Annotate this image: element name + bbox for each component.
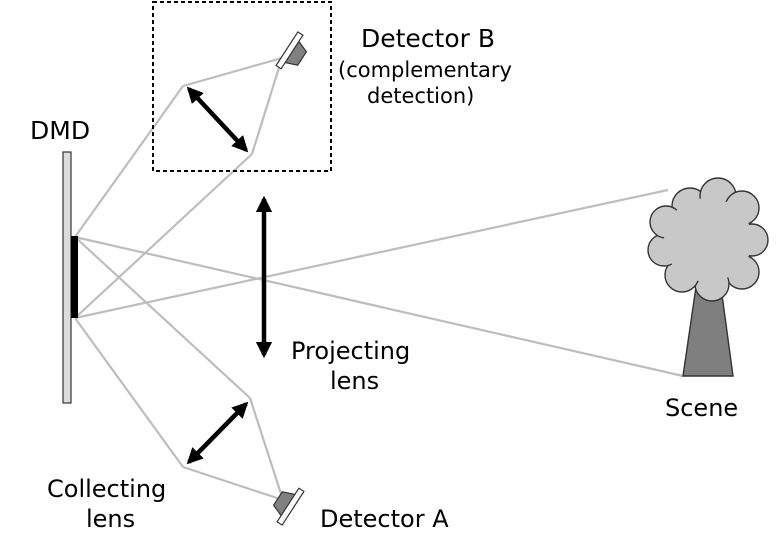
lenses <box>186 86 273 465</box>
light-rays <box>74 56 684 502</box>
ray-dmd-top-to-collecting-b-upper <box>74 85 184 238</box>
collecting-lens-label-line-1: Collecting <box>47 475 166 503</box>
ray-scene-bottom-to-dmd-top <box>74 235 684 378</box>
scene-tree <box>647 177 769 377</box>
ray-collecting-b-lower-to-detector-b <box>250 57 284 155</box>
collecting-lens-b <box>186 86 249 153</box>
detector-a-mirror <box>276 487 305 526</box>
ray-collecting-a-lower-to-detector-a <box>182 465 284 502</box>
projecting-lens-label-line-2: lens <box>330 367 379 395</box>
detector-a <box>272 487 305 526</box>
tree-crown-fill <box>664 198 752 282</box>
dmd-label: DMD <box>30 116 90 145</box>
ray-scene-top-to-dmd-bottom <box>74 188 669 320</box>
ray-dmd-top-to-collecting-a-upper <box>74 236 251 399</box>
detector-b-note-line-1: (complementary <box>338 58 512 82</box>
ray-collecting-a-upper-to-detector-a <box>248 397 285 501</box>
scene-label: Scene <box>665 394 738 422</box>
detector-b <box>275 31 308 70</box>
dmd-active-area <box>71 236 78 318</box>
detector-b-enclosure <box>152 1 332 172</box>
collecting-lens-a <box>186 401 249 465</box>
detector-a-label: Detector A <box>320 505 449 533</box>
detector-b-note-line-2: detection) <box>367 84 474 108</box>
projecting-lens-label-line-1: Projecting <box>291 337 410 365</box>
collecting-lens-label-line-2: lens <box>86 505 135 533</box>
detector-b-mirror <box>275 31 304 70</box>
detector-b-label: Detector B <box>361 24 495 53</box>
ray-dmd-bottom-to-collecting-a-lower <box>74 317 184 468</box>
dmd <box>62 151 78 404</box>
ray-dmd-bottom-to-collecting-b-lower <box>74 153 253 319</box>
ray-collecting-b-upper-to-detector-b <box>182 56 283 88</box>
dmd-body <box>62 151 72 404</box>
